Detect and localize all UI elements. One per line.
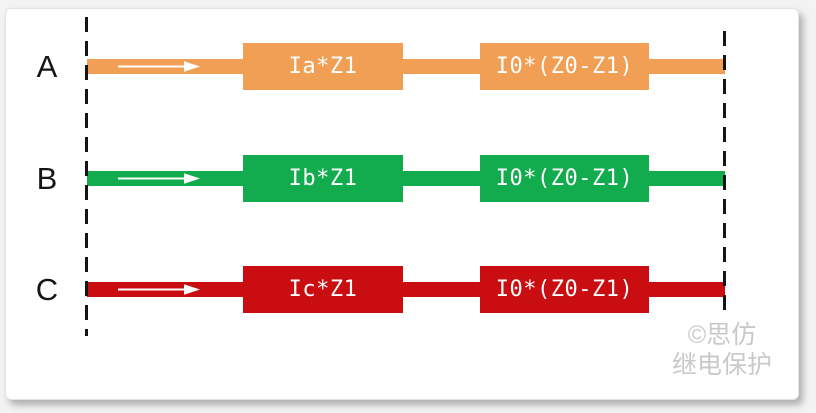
phase-b-label: B — [36, 161, 58, 196]
watermark: ©思仿 继电保护 — [652, 320, 792, 380]
left-bus-dashed-line — [85, 17, 88, 336]
phase-a-impedance-box: Ia*Z1 — [243, 43, 403, 90]
phase-c-row: C Ic*Z1 I0*(Z0-Z1) — [0, 266, 816, 313]
phase-a-row: A Ia*Z1 I0*(Z0-Z1) — [0, 43, 816, 90]
phase-b-row: B Ib*Z1 I0*(Z0-Z1) — [0, 155, 816, 202]
phase-c-impedance-box: Ic*Z1 — [243, 266, 403, 313]
phase-a-impedance-label: Ia*Z1 — [288, 54, 358, 79]
phase-a-current-arrow-icon — [118, 61, 200, 72]
phase-b-zero-seq-box: I0*(Z0-Z1) — [480, 155, 649, 202]
watermark-line2: 继电保护 — [671, 351, 772, 379]
phase-b-zero-seq-label: I0*(Z0-Z1) — [495, 166, 634, 191]
phase-b-impedance-label: Ib*Z1 — [288, 166, 358, 191]
watermark-line1: ©思仿 — [687, 321, 757, 349]
phase-c-label: C — [35, 272, 59, 307]
phase-c-zero-seq-box: I0*(Z0-Z1) — [480, 266, 649, 313]
phase-b-current-arrow-icon — [118, 173, 200, 184]
phase-c-impedance-label: Ic*Z1 — [288, 277, 358, 302]
phase-a-label: A — [36, 49, 58, 84]
right-bus-dashed-line — [723, 31, 726, 316]
phase-b-impedance-box: Ib*Z1 — [243, 155, 403, 202]
phase-a-zero-seq-label: I0*(Z0-Z1) — [495, 54, 634, 79]
phase-a-zero-seq-box: I0*(Z0-Z1) — [480, 43, 649, 90]
phase-c-zero-seq-label: I0*(Z0-Z1) — [495, 277, 634, 302]
phase-c-current-arrow-icon — [118, 284, 200, 295]
